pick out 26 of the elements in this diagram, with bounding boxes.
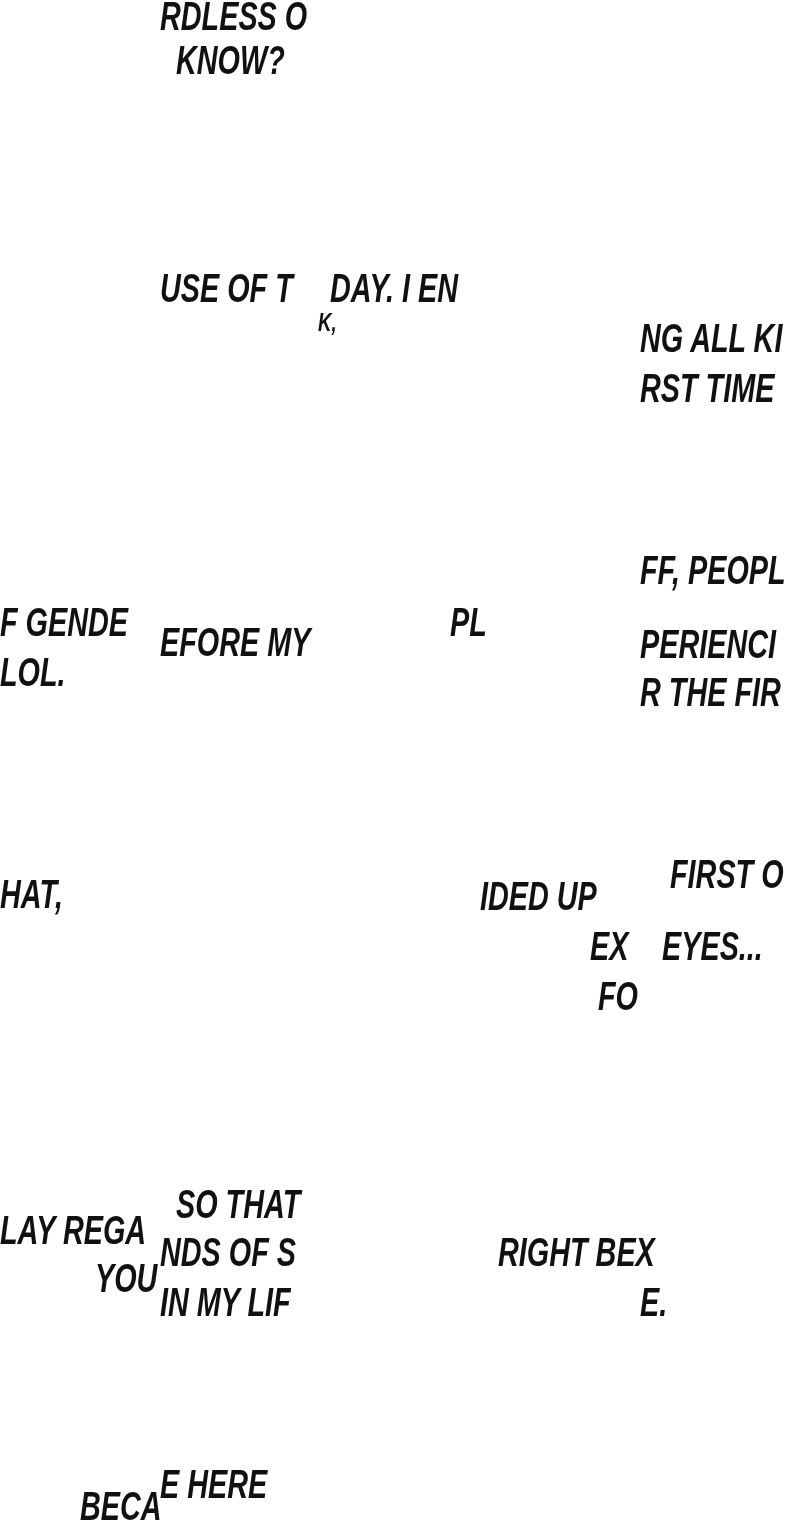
- comic-text-fragment: RST TIME: [640, 366, 775, 410]
- comic-text-fragment: IN MY LIF: [160, 1280, 291, 1324]
- comic-text-fragment: FIRST O: [670, 852, 784, 896]
- comic-text-fragment: R THE FIR: [640, 670, 781, 714]
- comic-text-fragment: SO THAT: [176, 1182, 301, 1226]
- comic-text-fragment: LOL.: [0, 650, 66, 694]
- comic-text-fragment: RIGHT BEX: [498, 1230, 655, 1274]
- comic-text-fragment: PERIENCI: [640, 622, 777, 666]
- comic-text-fragment: NDS OF S: [160, 1230, 296, 1274]
- comic-text-fragment: YOU: [95, 1256, 158, 1300]
- comic-text-fragment: LAY REGA: [0, 1208, 147, 1252]
- comic-text-fragment: RDLESS O: [160, 0, 308, 38]
- comic-text-fragment: FF, PEOPL: [640, 548, 786, 592]
- comic-text-fragment: EFORE MY: [160, 620, 311, 664]
- comic-text-fragment: KNOW?: [176, 38, 285, 82]
- comic-text-fragment: EYES...: [662, 924, 763, 968]
- comic-text-fragment: E.: [640, 1280, 668, 1324]
- comic-text-fragment: EX: [590, 924, 629, 968]
- comic-text-fragment: NG ALL KI: [640, 316, 783, 360]
- comic-text-fragment: FO: [598, 974, 638, 1018]
- comic-text-fragment: PL: [450, 600, 487, 644]
- comic-text-fragment: F GENDE: [0, 600, 128, 644]
- comic-text-fragment: IDED UP: [480, 874, 597, 918]
- comic-text-fragment: E HERE: [160, 1462, 268, 1506]
- comic-text-fragment: HAT,: [0, 872, 63, 916]
- comic-text-fragment: USE OF T: [160, 266, 293, 310]
